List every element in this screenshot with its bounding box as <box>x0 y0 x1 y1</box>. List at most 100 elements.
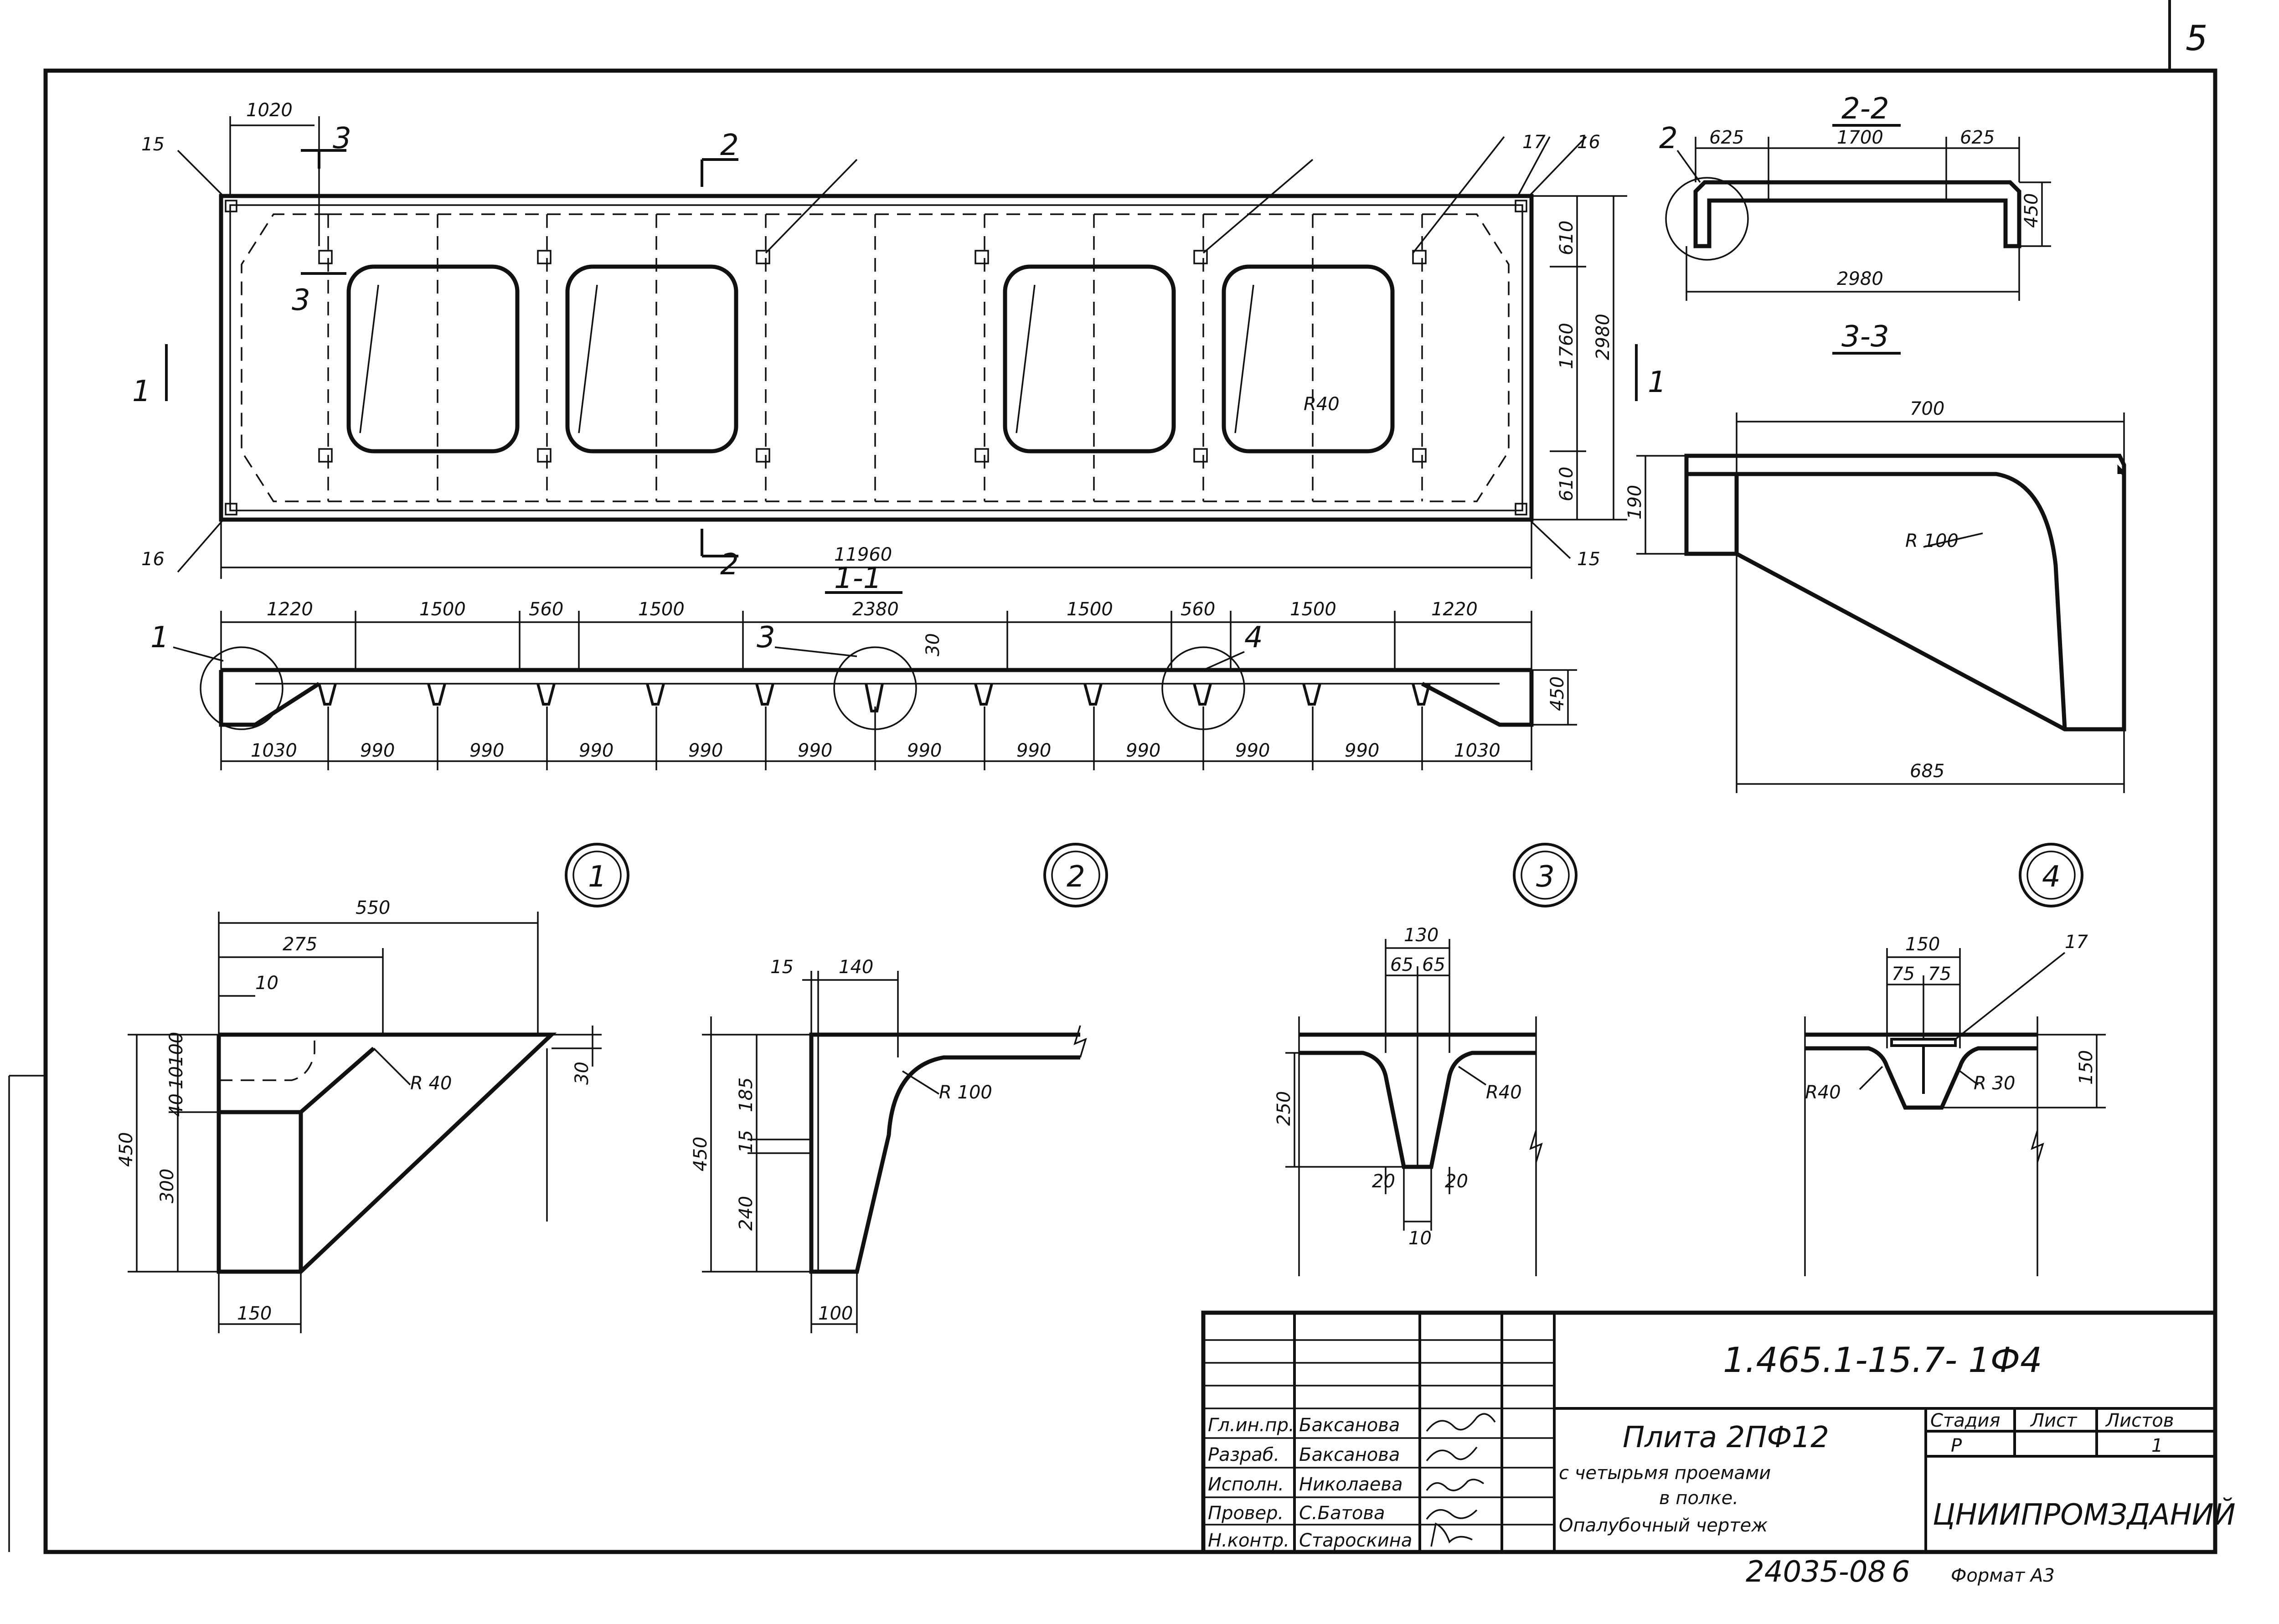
plan-callout-16-top: 16 <box>1577 132 1600 153</box>
node-2-marker <box>1043 843 1108 907</box>
node-4-radius-right: R 30 <box>1974 1073 2015 1094</box>
s11-bot-dim-9: 990 <box>1126 740 1160 761</box>
tb-title-3: в полке. <box>1659 1488 1738 1509</box>
s11-top-dim-8: 1500 <box>1290 599 1336 620</box>
s11-bot-dim-7: 990 <box>907 740 942 761</box>
node-1-marker <box>565 843 629 907</box>
node-1-dim-30: 30 <box>572 1062 593 1085</box>
node-2: 2 15 140 450 185 15 240 100 R 100 <box>690 843 1108 1333</box>
section-2-2-title: 2-2 <box>1841 92 1889 126</box>
tb-role-5: Н.контр. <box>1208 1530 1289 1551</box>
tb-role-1: Гл.ин.пр. <box>1208 1415 1294 1436</box>
plan-outline <box>219 194 1534 522</box>
s33-bottom: 685 <box>1910 761 1944 782</box>
plan-view: 11960 1020 2980 1760 610 610 R40 15 16 1… <box>132 100 1666 582</box>
node-3-dim-65a: 65 <box>1390 954 1413 975</box>
plan-overall-length: 11960 <box>834 544 892 565</box>
plan-section-3-bottom: 3 <box>292 284 310 317</box>
s11-node-1-ref: 1 <box>150 621 169 655</box>
s33-top: 700 <box>1910 398 1944 419</box>
s11-bot-dim-11: 990 <box>1345 740 1379 761</box>
tb-name-2: Баксанова <box>1299 1444 1400 1465</box>
tb-role-4: Провер. <box>1208 1503 1284 1524</box>
node-1-id: 1 <box>588 860 607 894</box>
node-2-dim-450: 450 <box>690 1137 711 1171</box>
node-2-id: 2 <box>1067 860 1085 894</box>
s33-height: 190 <box>1624 485 1645 520</box>
s22-node-2-ref: 2 <box>1659 122 1678 155</box>
node-1-dim-275: 275 <box>283 934 317 955</box>
plan-callout-15-bottom: 15 <box>1577 549 1600 570</box>
plan-radius-label: R40 <box>1304 394 1340 415</box>
section-1-1: 1-1 1220 1500 560 1500 238 <box>150 562 1577 770</box>
sheet-format: Формат А3 <box>1951 1565 2055 1586</box>
plan-callout-17: 17 <box>1522 132 1546 153</box>
node-4-profile <box>1805 1032 2037 1110</box>
section-3-3-title: 3-3 <box>1841 320 1889 354</box>
s22-width: 2980 <box>1837 268 1883 289</box>
tb-title-4: Опалубочный чертеж <box>1559 1515 1768 1536</box>
inventory-suffix: 6 <box>1892 1555 1910 1589</box>
s11-top-dim-7: 560 <box>1181 599 1215 620</box>
section-3-3: 3-3 700 685 190 R 100 <box>1624 320 2126 793</box>
plan-callout-15-top: 15 <box>141 134 165 155</box>
plan-opening-2 <box>565 264 738 454</box>
node-1-dim-40: 40 <box>166 1093 187 1117</box>
plan-embedded-parts <box>225 200 1527 516</box>
node-1-dim-150: 150 <box>237 1303 272 1324</box>
plan-overall-width: 2980 <box>1593 314 1614 360</box>
tb-stage-header: Стадия <box>1930 1410 2000 1431</box>
tb-sheets-header: Листов <box>2105 1410 2174 1431</box>
plan-opening-1 <box>346 264 520 454</box>
plan-callout-16-bottom: 16 <box>141 549 165 570</box>
node-4-embedded-plate <box>1890 1038 1957 1047</box>
node-4-dim-150: 150 <box>1905 934 1940 955</box>
section-1-1-end-left <box>219 670 320 727</box>
tb-code: 1.465.1-15.7- 1Ф4 <box>1723 1340 2042 1380</box>
node-3-dim-65b: 65 <box>1422 954 1445 975</box>
s11-top-dim-1: 1220 <box>267 599 313 620</box>
node-1-profile <box>217 1032 557 1274</box>
s11-top-dim-2: 1500 <box>419 599 466 620</box>
node-1-dim-550: 550 <box>356 897 390 918</box>
node-4-callout-17: 17 <box>2065 932 2088 953</box>
tb-sheet-header: Лист <box>2030 1410 2078 1431</box>
node-4-radius-left: R40 <box>1805 1082 1841 1103</box>
node-3-radius: R40 <box>1486 1082 1522 1103</box>
s33-radius: R 100 <box>1905 531 1959 552</box>
tb-name-4: С.Батова <box>1299 1503 1385 1524</box>
sheet-frame <box>43 68 2217 1554</box>
node-2-profile <box>809 1032 1080 1274</box>
node-4-dim-75b: 75 <box>1928 964 1951 985</box>
node-1-dim-300: 300 <box>157 1169 178 1203</box>
plan-edge-width-top: 610 <box>1556 221 1577 255</box>
node-2-radius: R 100 <box>939 1082 992 1103</box>
node-1-radius: R 40 <box>410 1073 452 1094</box>
s11-bot-dim-10: 990 <box>1235 740 1270 761</box>
section-1-1-node-1-ring <box>200 646 284 730</box>
inventory-number: 24035-08 <box>1746 1555 1886 1589</box>
section-1-1-title: 1-1 <box>834 562 882 595</box>
node-3-dim-20a: 20 <box>1372 1171 1395 1192</box>
tb-title-2: с четырьмя проемами <box>1559 1463 1771 1484</box>
node-1-dim-10a: 10 <box>255 973 278 994</box>
node-3-id: 3 <box>1536 860 1555 894</box>
plan-section-2-bottom: 2 <box>720 548 739 582</box>
tb-sheets-total: 1 <box>2151 1435 2163 1456</box>
tb-org: ЦНИИПРОМЗДАНИЙ <box>1933 1497 2236 1532</box>
s22-dim-left: 625 <box>1709 127 1744 148</box>
sheet-number: 5 <box>2186 18 2207 58</box>
node-1: 1 550 275 10 100 10 40 300 450 150 <box>116 843 629 1333</box>
tb-signatures <box>1426 1413 1496 1547</box>
plan-end-offset: 1020 <box>246 100 293 121</box>
tb-name-3: Николаева <box>1299 1474 1402 1495</box>
plan-section-2-top: 2 <box>720 129 739 162</box>
s11-top-dim-9: 1220 <box>1431 599 1478 620</box>
node-2-dim-15a: 15 <box>770 957 794 978</box>
plan-ribs <box>241 213 1510 502</box>
node-2-dim-15b: 15 <box>736 1130 757 1153</box>
node-1-dim-100: 100 <box>166 1032 187 1067</box>
tb-title-1: Плита 2ПФ12 <box>1623 1421 1829 1454</box>
node-2-dim-185: 185 <box>736 1078 757 1112</box>
plan-opening-3 <box>1003 264 1176 454</box>
